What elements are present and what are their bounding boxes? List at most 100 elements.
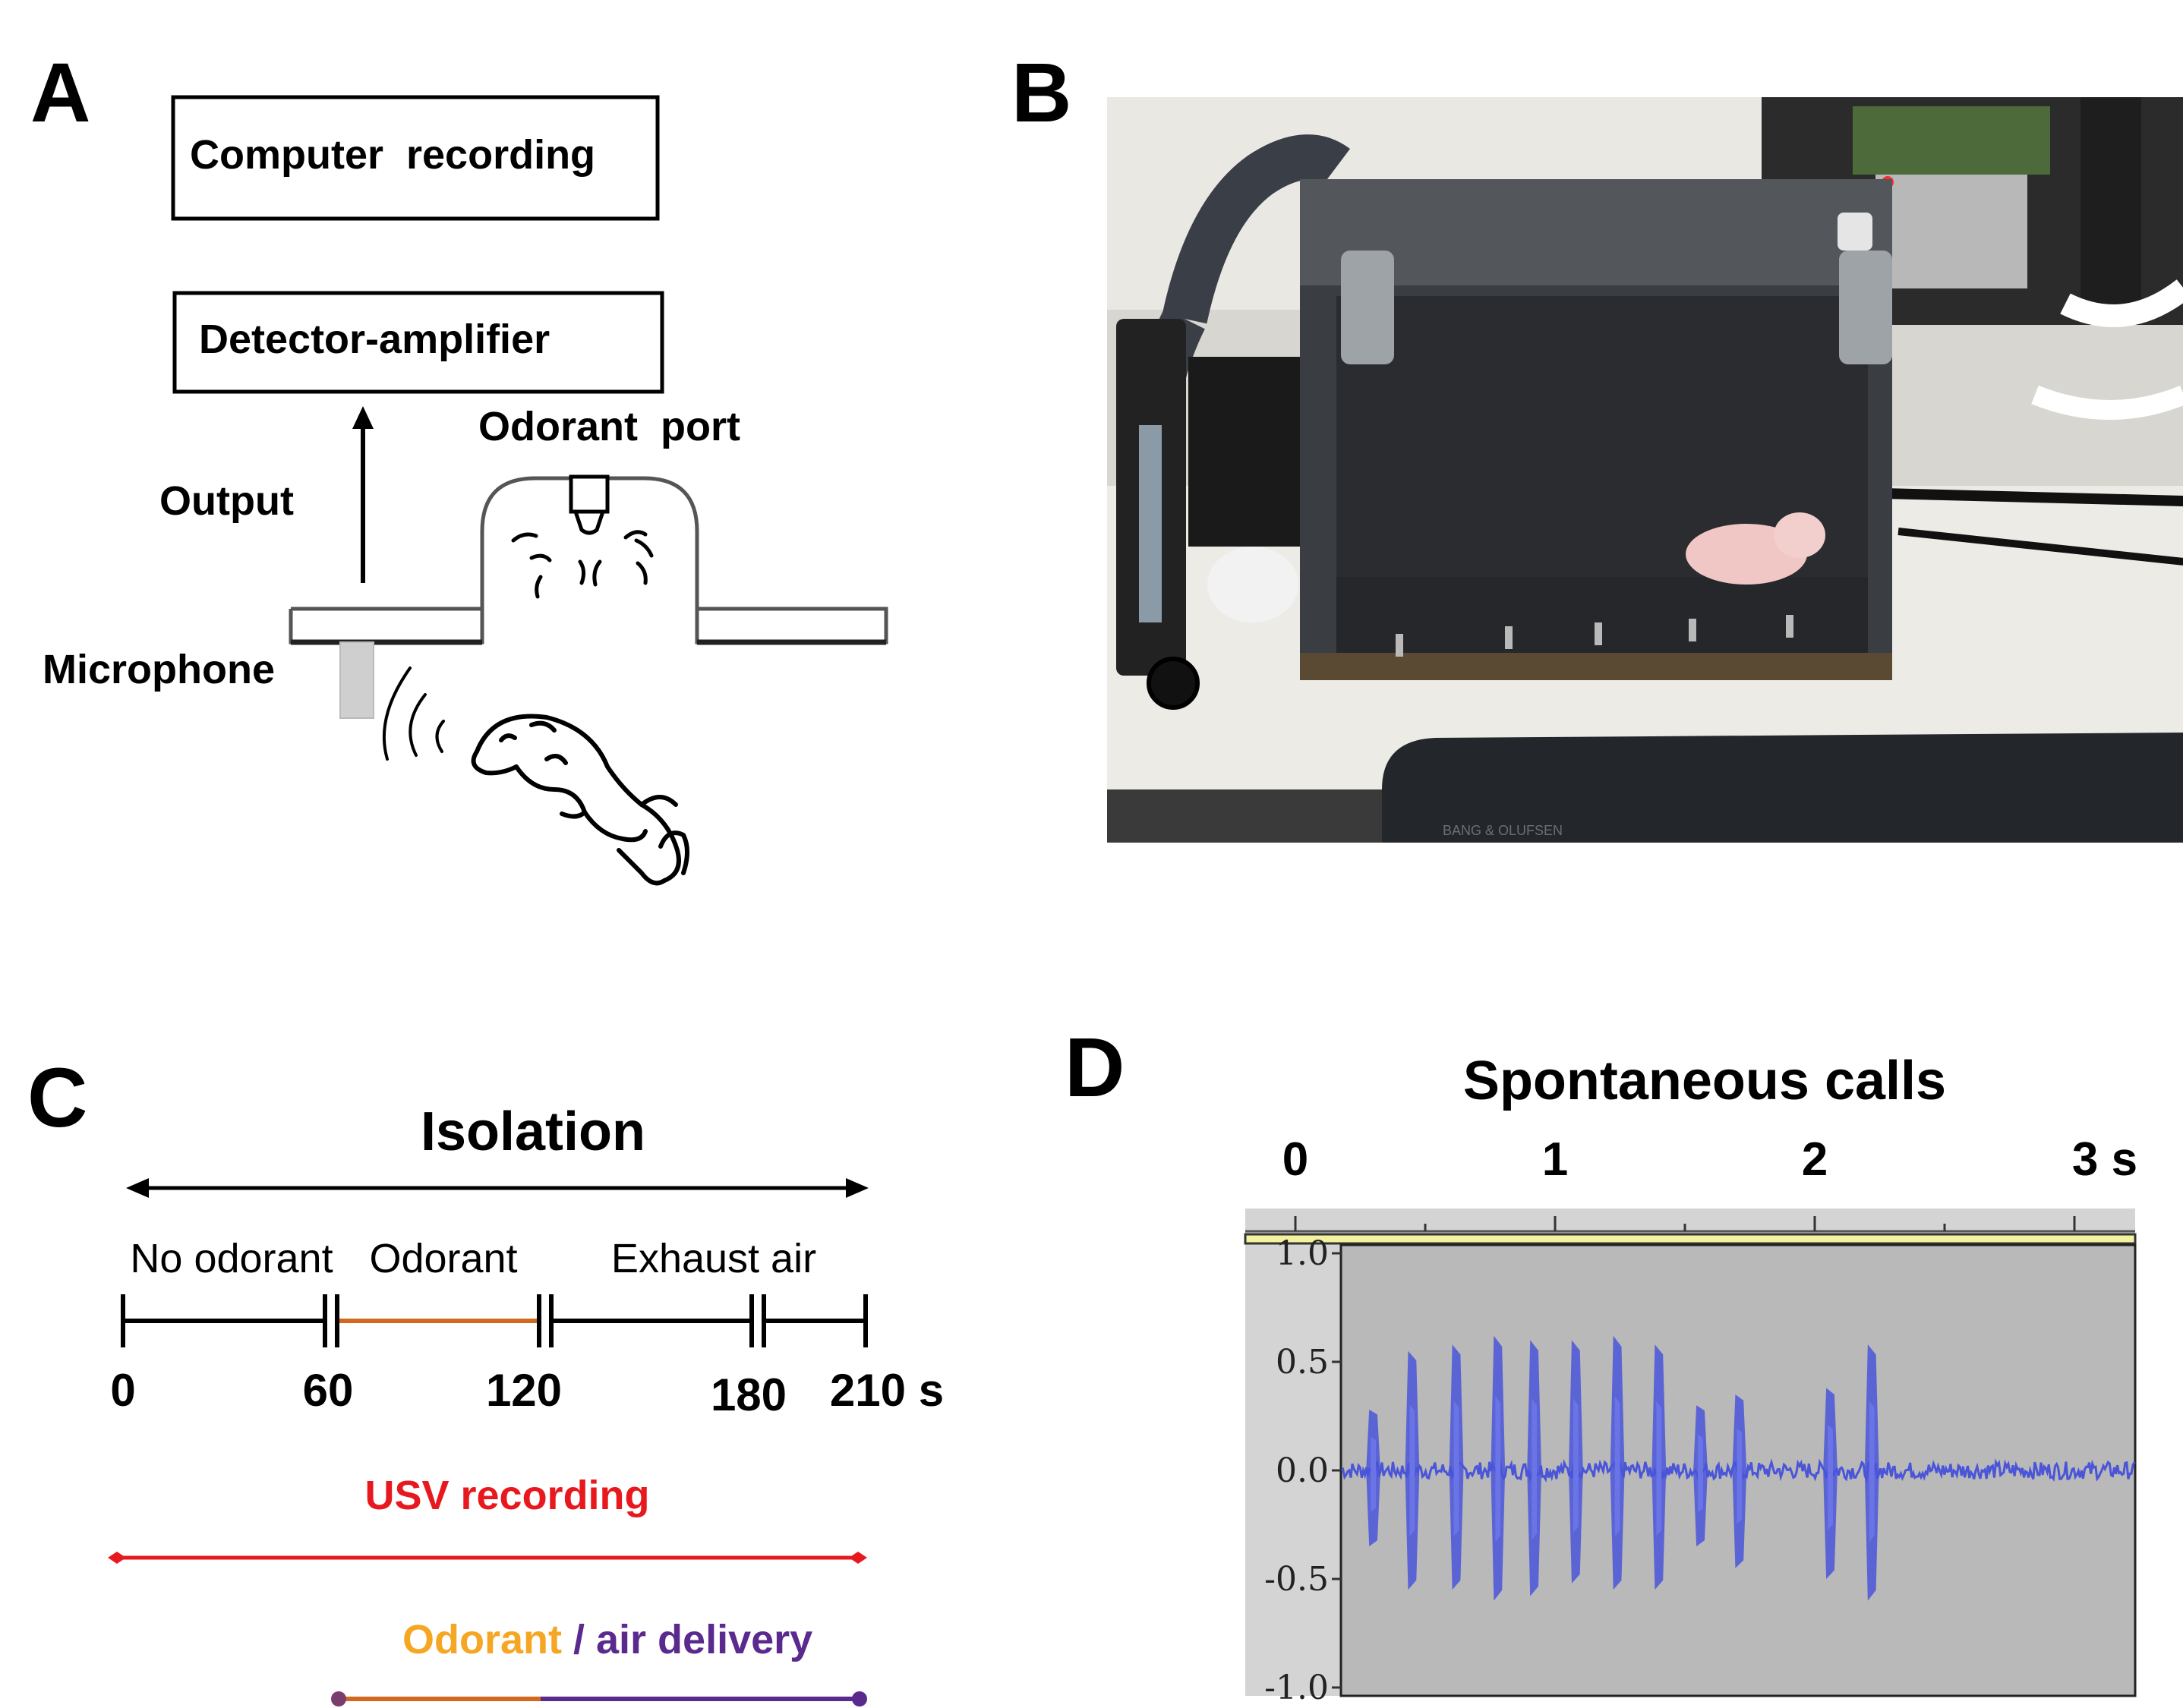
sound-waves-icon — [382, 666, 445, 761]
amplitude-tick-label: -1.0 — [1264, 1669, 1329, 1707]
delivery-marker-end — [852, 1691, 867, 1706]
computer-recording-label: Computer recording — [190, 132, 595, 178]
amplitude-tick-label: 0.5 — [1276, 1343, 1329, 1382]
photo-white-tube — [2060, 279, 2183, 327]
call-burst — [1610, 1335, 1625, 1590]
photo-laptop — [1382, 733, 2183, 843]
mouse-pup-icon — [471, 714, 689, 886]
output-arrowhead — [352, 406, 374, 429]
photo-hose — [1162, 134, 1350, 324]
photo-pup-head — [1774, 512, 1825, 558]
photo-laptop-brand: BANG & OLUFSEN — [1443, 823, 1563, 838]
phase-odorant: Odorant — [369, 1236, 517, 1281]
time-tick-label: 1 — [1542, 1133, 1568, 1186]
isolation-arrowhead-right — [846, 1178, 869, 1198]
photo-bench-shadow — [1107, 789, 1396, 843]
call-burst — [1449, 1344, 1464, 1590]
call-inner-band — [1495, 1396, 1501, 1543]
time-tick-label: 0 — [1282, 1133, 1308, 1186]
time-tick-labels: 0 1 2 3 s — [1282, 1133, 2137, 1186]
odor-puffs-icon — [511, 530, 654, 599]
odorant-nozzle-icon — [569, 474, 610, 514]
panel-b: B — [1011, 46, 2183, 843]
photo-white-tube-2 — [2031, 385, 2183, 420]
call-inner-band — [1532, 1398, 1538, 1540]
call-inner-band — [1656, 1401, 1662, 1536]
photo-cable-2 — [1898, 528, 2183, 566]
detector-amplifier-box — [172, 291, 664, 394]
photo-power-supply — [1875, 175, 2027, 288]
photo-port — [1838, 213, 1872, 251]
photo-flowmeter-right — [2080, 97, 2141, 310]
tick-label-120: 120 — [486, 1365, 562, 1416]
call-inner-band — [1869, 1401, 1875, 1543]
photo-flowmeter-tube — [1139, 425, 1162, 622]
call-burst — [1693, 1405, 1708, 1547]
photo-white-disc — [1207, 547, 1298, 622]
call-inner-band — [1614, 1396, 1620, 1536]
waveform — [1340, 1335, 2136, 1601]
call-inner-band — [1698, 1434, 1703, 1513]
call-inner-band — [1737, 1428, 1743, 1524]
call-burst — [1732, 1394, 1747, 1568]
photo-chamber-base — [1300, 653, 1892, 680]
amplitude-tick-label: -0.5 — [1264, 1560, 1329, 1599]
call-inner-band — [1453, 1401, 1459, 1536]
call-inner-band — [1409, 1404, 1415, 1536]
time-ruler-highlight — [1244, 1233, 2137, 1245]
call-burst — [1527, 1340, 1542, 1596]
phase-no-odorant: No odorant — [130, 1236, 333, 1281]
panel-c-letter: C — [27, 1051, 87, 1145]
delivery-label: Odorant / air delivery — [402, 1617, 812, 1662]
call-inner-band — [1828, 1425, 1833, 1530]
tick-label-180: 180 — [711, 1369, 787, 1420]
photo-latch-left — [1341, 251, 1394, 364]
tick-label-210: 210 s — [830, 1365, 944, 1416]
phase-exhaust-air: Exhaust air — [611, 1236, 816, 1281]
panel-a: A Computer recording Detector-amplifier … — [30, 46, 888, 886]
photo-cable — [1882, 488, 2183, 506]
panel-c: C Isolation No odorant Odorant Exhaust a… — [27, 1051, 944, 1706]
call-burst — [1823, 1388, 1838, 1579]
chart-title: Spontaneous calls — [1463, 1051, 1946, 1111]
call-inner-band — [1371, 1436, 1377, 1513]
amplitude-tick-label: 1.0 — [1276, 1234, 1329, 1273]
odorant-port-label: Odorant port — [478, 404, 740, 449]
computer-recording-box — [171, 95, 660, 221]
isolation-title: Isolation — [421, 1101, 645, 1162]
photo-chamber-top — [1300, 179, 1892, 285]
call-inner-band — [1573, 1398, 1579, 1533]
amplitude-gutter — [1245, 1245, 1341, 1696]
photo-bracket — [1188, 357, 1302, 547]
chamber-photo: BANG & OLUFSEN — [1107, 97, 2183, 843]
time-ruler-ticks — [1294, 1216, 2076, 1231]
amplitude-tick-label: 0.0 — [1276, 1451, 1329, 1490]
time-tick-label: 3 s — [2072, 1133, 2137, 1186]
call-burst — [1405, 1350, 1420, 1590]
photo-latch-right — [1839, 251, 1892, 364]
photo-flowmeter-knob — [1147, 657, 1200, 710]
usv-marker-end — [849, 1552, 867, 1564]
chamber-lid-outline — [289, 476, 888, 644]
odorant-nozzle-tip — [573, 509, 606, 535]
call-burst — [1491, 1335, 1506, 1601]
panel-b-letter: B — [1011, 46, 1071, 140]
call-burst — [1568, 1340, 1583, 1584]
timeline — [121, 1294, 868, 1347]
detector-amplifier-label: Detector-amplifier — [199, 317, 550, 362]
microphone-label: Microphone — [43, 647, 275, 692]
timeline-ticks — [121, 1294, 868, 1347]
call-burst — [1651, 1344, 1667, 1590]
delivery-marker-start — [331, 1691, 346, 1706]
time-tick-label: 2 — [1802, 1133, 1828, 1186]
photo-circuit-board — [1853, 106, 2050, 175]
usv-marker-start — [108, 1552, 126, 1564]
tick-label-60: 60 — [303, 1365, 354, 1416]
delivery-label-air: / air delivery — [562, 1617, 812, 1662]
panel-a-letter: A — [30, 46, 90, 140]
usv-recording-label: USV recording — [364, 1473, 649, 1518]
tick-label-0: 0 — [110, 1365, 135, 1416]
microphone-icon — [339, 641, 374, 719]
